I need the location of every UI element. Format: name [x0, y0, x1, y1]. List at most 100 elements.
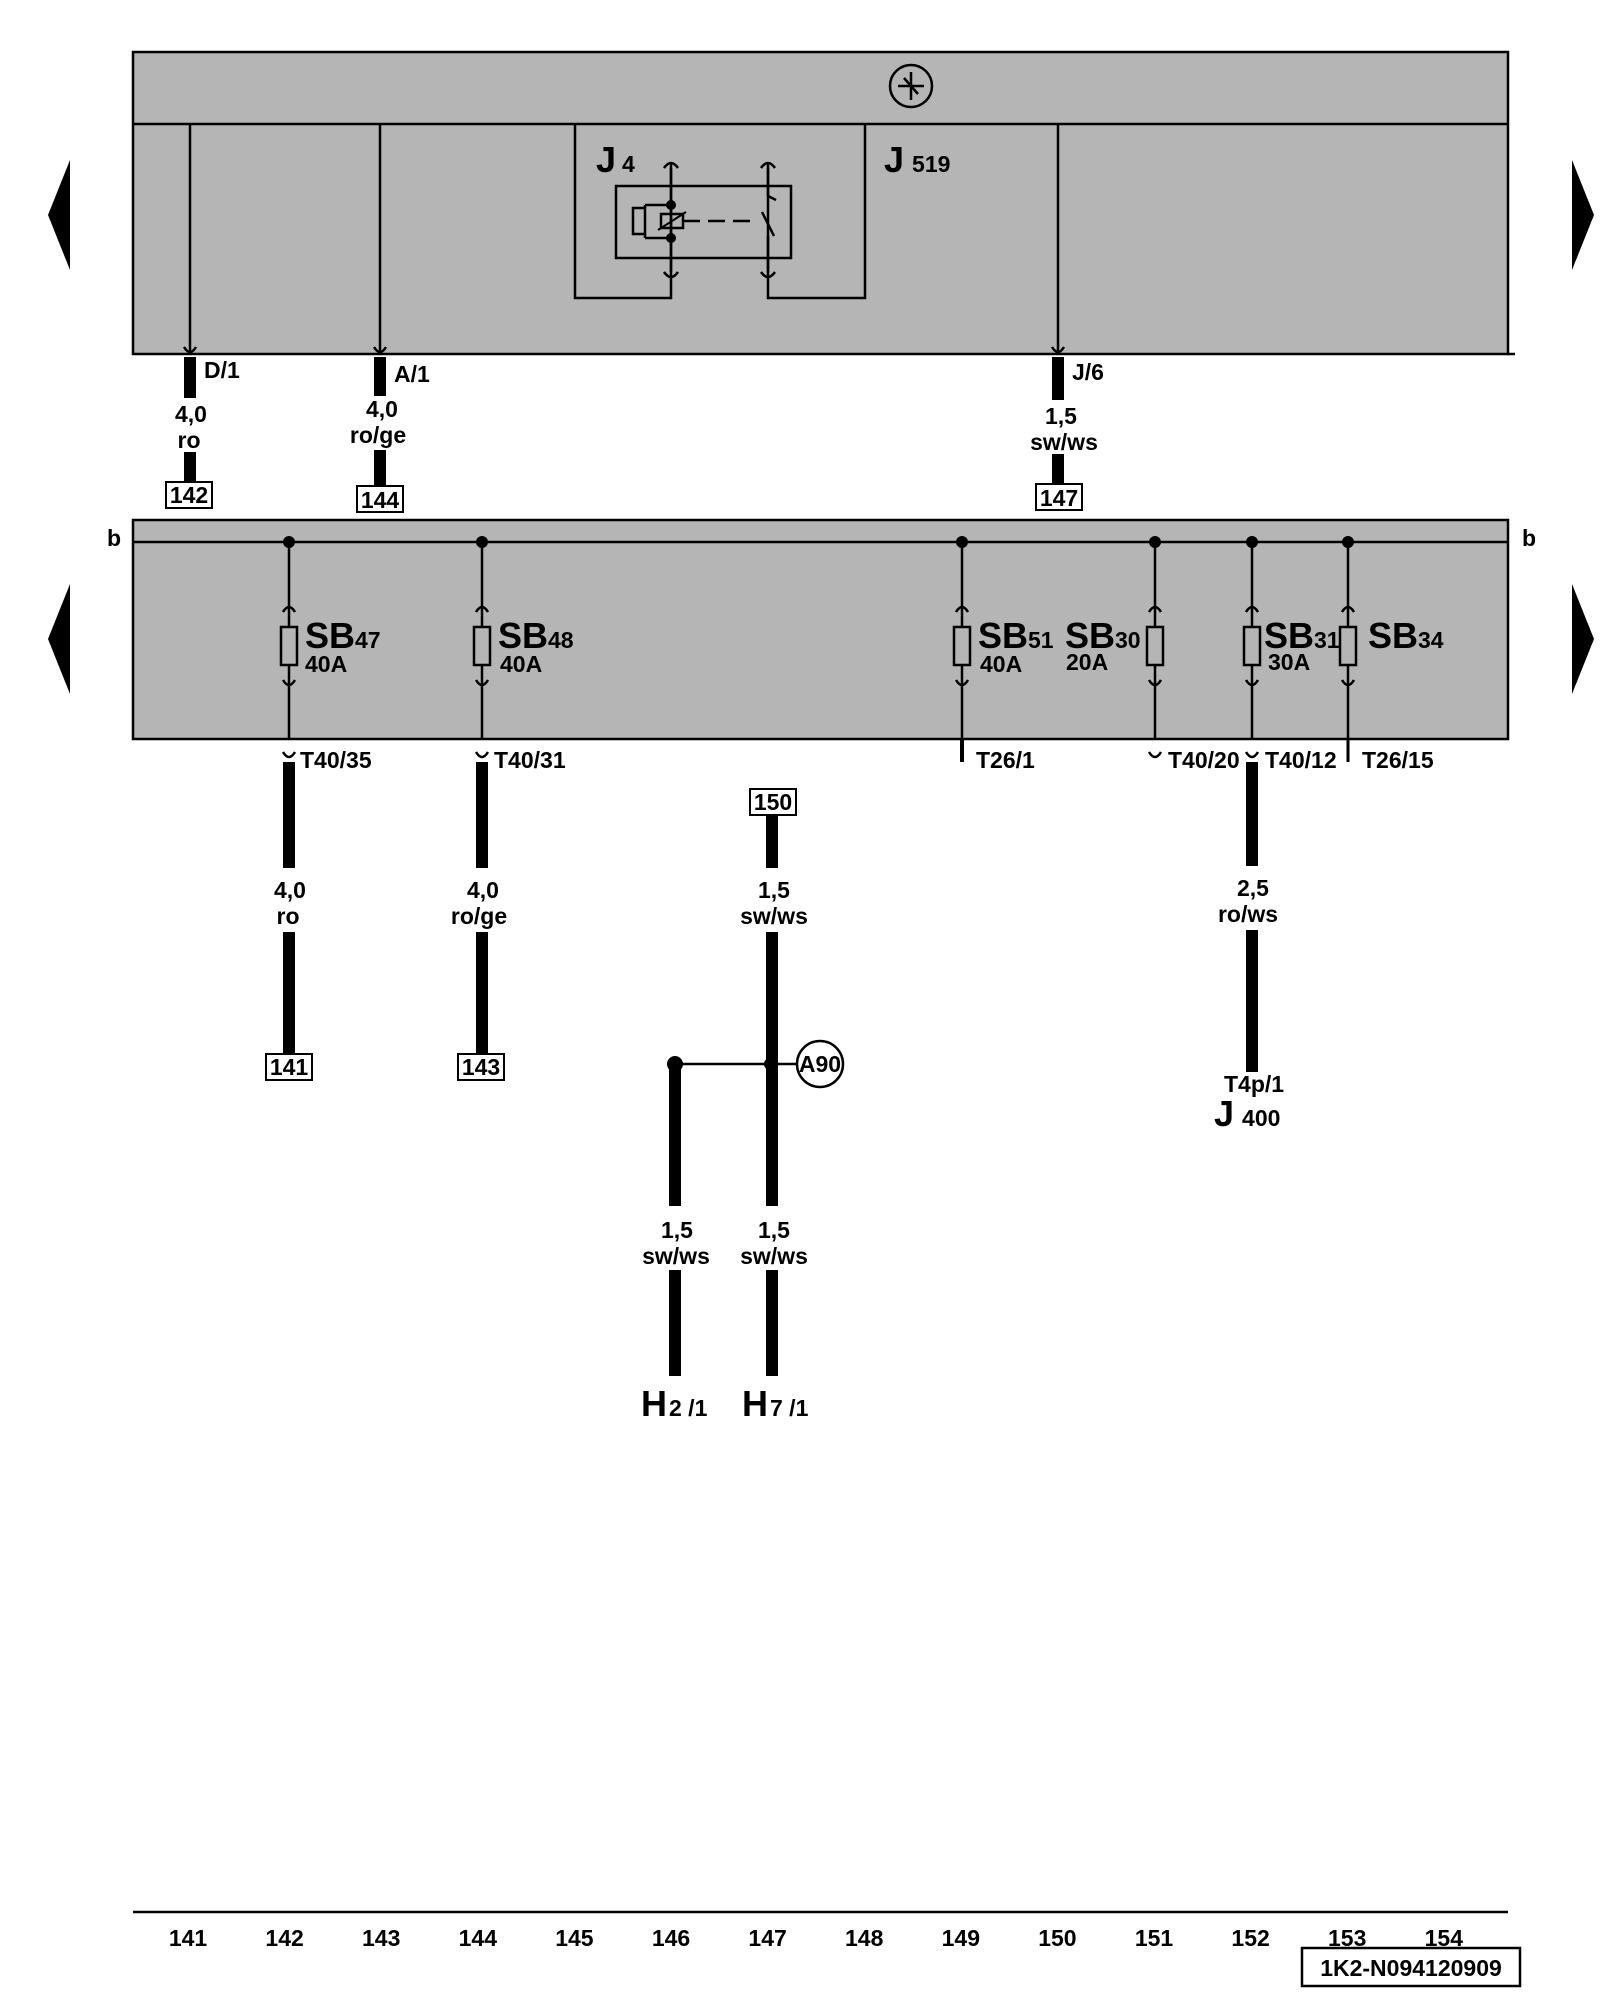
fuse-sb31-label: SB31 — [1264, 615, 1340, 656]
fuse-sb31 — [1242, 536, 1262, 740]
column-number: 150 — [1038, 1925, 1076, 1951]
wire-j6 — [1050, 346, 1066, 484]
fuse-sb48-label: SB48 — [498, 615, 574, 656]
wire-t40-35-gauge: 4,0 — [274, 877, 306, 903]
column-number: 147 — [748, 1925, 786, 1951]
column-number: 141 — [169, 1925, 208, 1951]
fuse-sb47-label: SB47 — [305, 615, 381, 656]
fuse-sb51-label: SB51 — [978, 615, 1054, 656]
wire-t40-35-color: ro — [277, 903, 300, 929]
ref-144: 144 — [361, 487, 400, 513]
column-number: 153 — [1328, 1925, 1366, 1951]
drawing-id: 1K2-N094120909 — [1320, 1955, 1502, 1981]
nav-prev-arrow-upper[interactable] — [48, 160, 70, 270]
ref-141: 141 — [270, 1054, 309, 1080]
wire-h7-color: sw/ws — [740, 1243, 808, 1269]
ref-box-144 — [356, 485, 404, 513]
wire-t40-31-color: ro/ge — [451, 903, 507, 929]
pin-t26-15-label: T26/15 — [1362, 747, 1434, 773]
column-number: 146 — [652, 1925, 690, 1951]
pin-t40-35-connector — [281, 751, 297, 759]
fuse-box — [131, 518, 1510, 741]
a90-node — [764, 1058, 776, 1070]
fuse-sb48 — [472, 536, 492, 740]
wire-d1-color: ro — [178, 427, 201, 453]
fuse-sb47-rating: 40A — [305, 651, 347, 677]
nav-next-arrow-lower[interactable] — [1572, 584, 1594, 694]
h2-label: H2 /1 — [641, 1383, 708, 1424]
drawing-id-box — [1300, 1946, 1522, 1988]
ref-box-142 — [165, 481, 213, 509]
column-number: 143 — [362, 1925, 400, 1951]
pin-t26-1-label: T26/1 — [976, 747, 1035, 773]
ref-box-141 — [265, 1053, 313, 1081]
a90-label: A90 — [799, 1051, 841, 1077]
column-numbers: 141 142 143 144 145 146 147 148 149 150 151 152 153 1… — [169, 1925, 1463, 1951]
h7-label: H7 /1 — [742, 1383, 809, 1424]
ref-147: 147 — [1040, 485, 1078, 511]
fuse-sb51 — [952, 536, 972, 740]
wire-a1 — [372, 346, 388, 486]
wire-a1-gauge: 4,0 — [366, 396, 398, 422]
fuse-sb30-rating: 20A — [1066, 649, 1108, 675]
ignition-symbol-icon — [888, 63, 934, 109]
fuse-sb30-label: SB30 — [1065, 615, 1141, 656]
column-number: 145 — [555, 1925, 594, 1951]
column-number: 142 — [265, 1925, 303, 1951]
column-number: 148 — [845, 1925, 884, 1951]
ref-box-147 — [1035, 483, 1083, 511]
wire-d1-gauge: 4,0 — [175, 401, 207, 427]
ref-box-150 — [749, 788, 797, 816]
pin-j6-label: J/6 — [1072, 359, 1104, 385]
wire-j6-color: sw/ws — [1030, 429, 1098, 455]
wire-150-gauge: 1,5 — [758, 877, 790, 903]
ref-box-143 — [457, 1053, 505, 1081]
wire-j6-gauge: 1,5 — [1045, 403, 1077, 429]
column-number: 149 — [942, 1925, 980, 1951]
fuse-sb51-rating: 40A — [980, 651, 1022, 677]
pin-t40-20-label: T40/20 — [1168, 747, 1240, 773]
column-number: 151 — [1135, 1925, 1174, 1951]
pin-t40-31-connector — [474, 751, 490, 759]
nav-next-arrow-upper[interactable] — [1572, 160, 1594, 270]
column-number: 144 — [459, 1925, 498, 1951]
nav-prev-arrow-lower[interactable] — [48, 584, 70, 694]
ref-142: 142 — [170, 482, 208, 508]
wire-t40-12-color: ro/ws — [1218, 901, 1278, 927]
a90-marker — [795, 1039, 845, 1089]
wire-h2-color: sw/ws — [642, 1243, 710, 1269]
wire-d1 — [182, 346, 198, 482]
pin-t40-12-connector — [1244, 751, 1260, 759]
pin-a1-label: A/1 — [394, 361, 430, 387]
pin-d1-label: D/1 — [204, 357, 240, 383]
ref-150: 150 — [754, 789, 792, 815]
fuse-sb31-rating: 30A — [1268, 649, 1310, 675]
column-number: 152 — [1231, 1925, 1269, 1951]
wire-a1-color: ro/ge — [350, 422, 406, 448]
wire-h2-gauge: 1,5 — [661, 1217, 693, 1243]
relay-j4 — [573, 124, 867, 300]
upper-module-box — [131, 50, 1510, 356]
fuse-sb34-label: SB34 — [1368, 615, 1444, 656]
ref-143: 143 — [462, 1054, 500, 1080]
bus-b-left-label: b — [107, 525, 121, 551]
pin-t40-35-label: T40/35 — [300, 747, 372, 773]
pin-t40-20-connector — [1147, 751, 1163, 759]
column-number: 154 — [1425, 1925, 1464, 1951]
j400-pin-label: T4p/1 — [1224, 1071, 1284, 1097]
fuse-sb30 — [1145, 536, 1165, 740]
wire-150-color: sw/ws — [740, 903, 808, 929]
fuse-sb47 — [279, 536, 299, 740]
pin-t40-31-label: T40/31 — [494, 747, 566, 773]
fuse-sb48-rating: 40A — [500, 651, 542, 677]
wire-h7-gauge: 1,5 — [758, 1217, 790, 1243]
wire-t40-12-gauge: 2,5 — [1237, 875, 1269, 901]
bus-b-right-label: b — [1522, 525, 1536, 551]
pin-t40-12-label: T40/12 — [1265, 747, 1337, 773]
fuse-sb34 — [1338, 536, 1358, 760]
wire-t40-31-gauge: 4,0 — [467, 877, 499, 903]
